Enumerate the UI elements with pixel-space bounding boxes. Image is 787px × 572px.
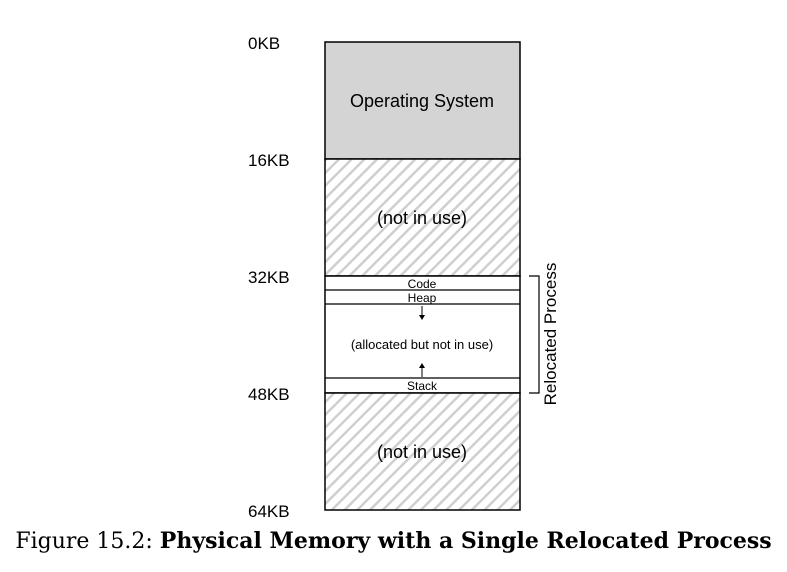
address-label-3: 48KB	[248, 385, 290, 404]
caption-title: Physical Memory with a Single Relocated …	[159, 528, 772, 554]
address-label-0: 0KB	[248, 34, 280, 53]
address-label-1: 16KB	[248, 151, 290, 170]
stack-growth-arrow-icon	[419, 363, 425, 377]
figure-caption: Figure 15.2: Physical Memory with a Sing…	[0, 528, 787, 554]
address-label-2: 32KB	[248, 268, 290, 287]
heap-growth-arrow-icon	[419, 306, 425, 320]
stack-label: Stack	[407, 379, 438, 393]
code-label: Code	[408, 277, 437, 291]
heap-label: Heap	[408, 291, 437, 305]
process-bracket	[529, 275, 540, 394]
caption-prefix: Figure 15.2:	[15, 529, 153, 554]
address-label-4: 64KB	[248, 502, 290, 521]
unused-label-bottom: (not in use)	[377, 442, 467, 462]
os-label: Operating System	[350, 91, 494, 111]
bracket-label: Relocated Process	[541, 263, 560, 406]
os-region	[324, 41, 521, 160]
unused-region-top	[324, 158, 521, 277]
unused-label-top: (not in use)	[377, 208, 467, 228]
free-label: (allocated but not in use)	[351, 337, 493, 352]
process-region	[324, 275, 521, 394]
unused-region-bottom	[324, 392, 521, 511]
